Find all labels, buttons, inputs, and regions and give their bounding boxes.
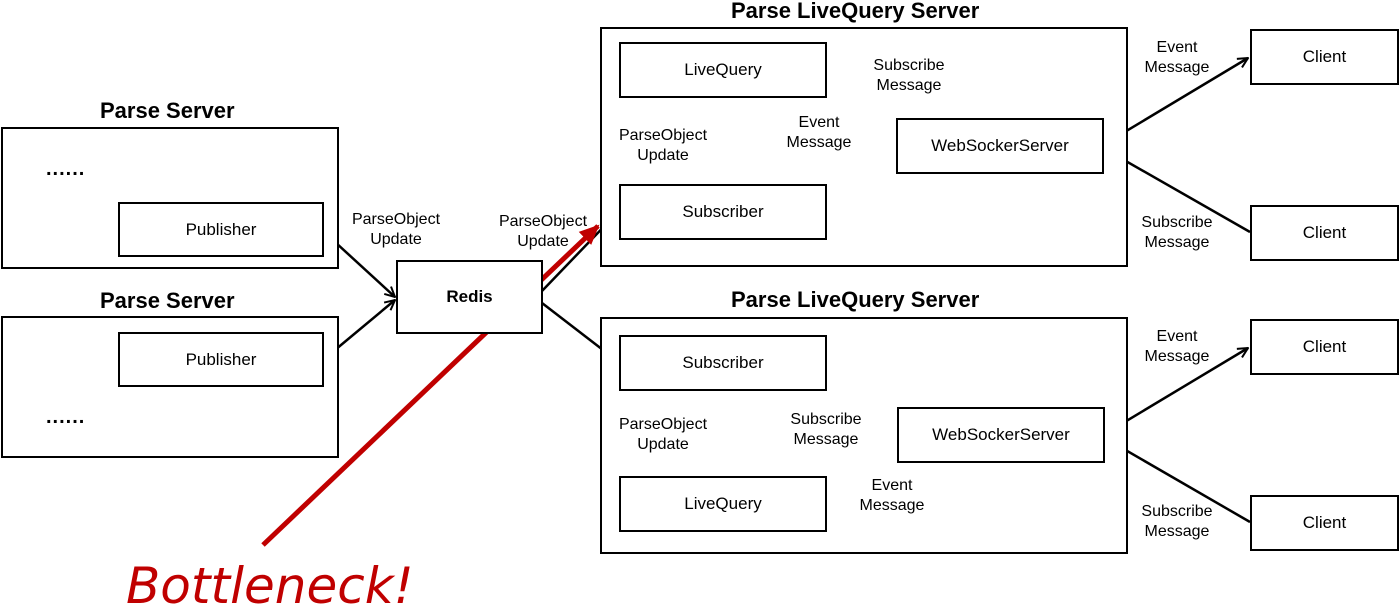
label-line: Message (786, 134, 852, 151)
bottom-livequery-node: LiveQuery (619, 476, 827, 532)
label-line: Message (1144, 523, 1210, 540)
label-line: Message (1144, 59, 1210, 76)
label-line: Update (637, 436, 689, 453)
client-3: Client (1250, 319, 1399, 375)
label-line: ParseObject (618, 416, 708, 433)
bottom-websocket-node: WebSockerServer (897, 407, 1105, 463)
label-line: Subscribe (873, 57, 945, 74)
bottom-parse-update-label: ParseObject Update (611, 415, 715, 455)
publisher-bottom: Publisher (118, 332, 324, 387)
parse-server-bottom-title: Parse Server (100, 288, 235, 313)
label-line: ParseObject (351, 211, 441, 228)
label-line: Update (370, 231, 422, 248)
client-4: Client (1250, 495, 1399, 551)
parse-server-top-title: Parse Server (100, 98, 235, 123)
bottom-subscribe-message-label: Subscribe Message (779, 410, 873, 450)
label-line: Message (876, 77, 942, 94)
top-livequery-node: LiveQuery (619, 42, 827, 98)
label-line: Event (871, 477, 913, 494)
redis-to-subscriber-label: ParseObject Update (490, 212, 596, 252)
label-line: Subscribe (790, 411, 862, 428)
label-line: Subscribe (1141, 503, 1213, 520)
top-subscribe-message-label: Subscribe Message (862, 56, 956, 96)
label-line: Message (1144, 234, 1210, 251)
redis-node: Redis (396, 260, 543, 334)
label-line: Update (517, 233, 569, 250)
top-websocket-node: WebSockerServer (896, 118, 1104, 174)
top-event-message-label: Event Message (777, 113, 861, 153)
label-line: Event (798, 114, 840, 131)
bottom-subscriber-node: Subscriber (619, 335, 827, 391)
top-parse-update-label: ParseObject Update (611, 126, 715, 166)
label-line: Message (1144, 348, 1210, 365)
label-line: Event (1156, 328, 1198, 345)
top-subscriber-node: Subscriber (619, 184, 827, 240)
livequery-server-top-title: Parse LiveQuery Server (731, 0, 980, 23)
bottleneck-annotation: Bottleneck! (126, 557, 414, 611)
label-line: Message (859, 497, 925, 514)
label-line: ParseObject (498, 213, 588, 230)
label-line: Subscribe (1141, 214, 1213, 231)
client-2: Client (1250, 205, 1399, 261)
publisher-to-redis-label: ParseObject Update (343, 210, 449, 250)
parse-server-top-ellipsis: ...... (46, 158, 86, 180)
label-line: ParseObject (618, 127, 708, 144)
client2-subscribe-label: Subscribe Message (1132, 213, 1222, 253)
label-line: Update (637, 147, 689, 164)
bottom-event-message-label: Event Message (850, 476, 934, 516)
publisher-top: Publisher (118, 202, 324, 257)
client-1: Client (1250, 29, 1399, 85)
client4-subscribe-label: Subscribe Message (1132, 502, 1222, 542)
livequery-server-bottom-title: Parse LiveQuery Server (731, 287, 980, 312)
label-line: Event (1156, 39, 1198, 56)
parse-server-bottom-ellipsis: ...... (46, 406, 86, 428)
client1-event-label: Event Message (1132, 38, 1222, 78)
label-line: Message (793, 431, 859, 448)
client3-event-label: Event Message (1132, 327, 1222, 367)
